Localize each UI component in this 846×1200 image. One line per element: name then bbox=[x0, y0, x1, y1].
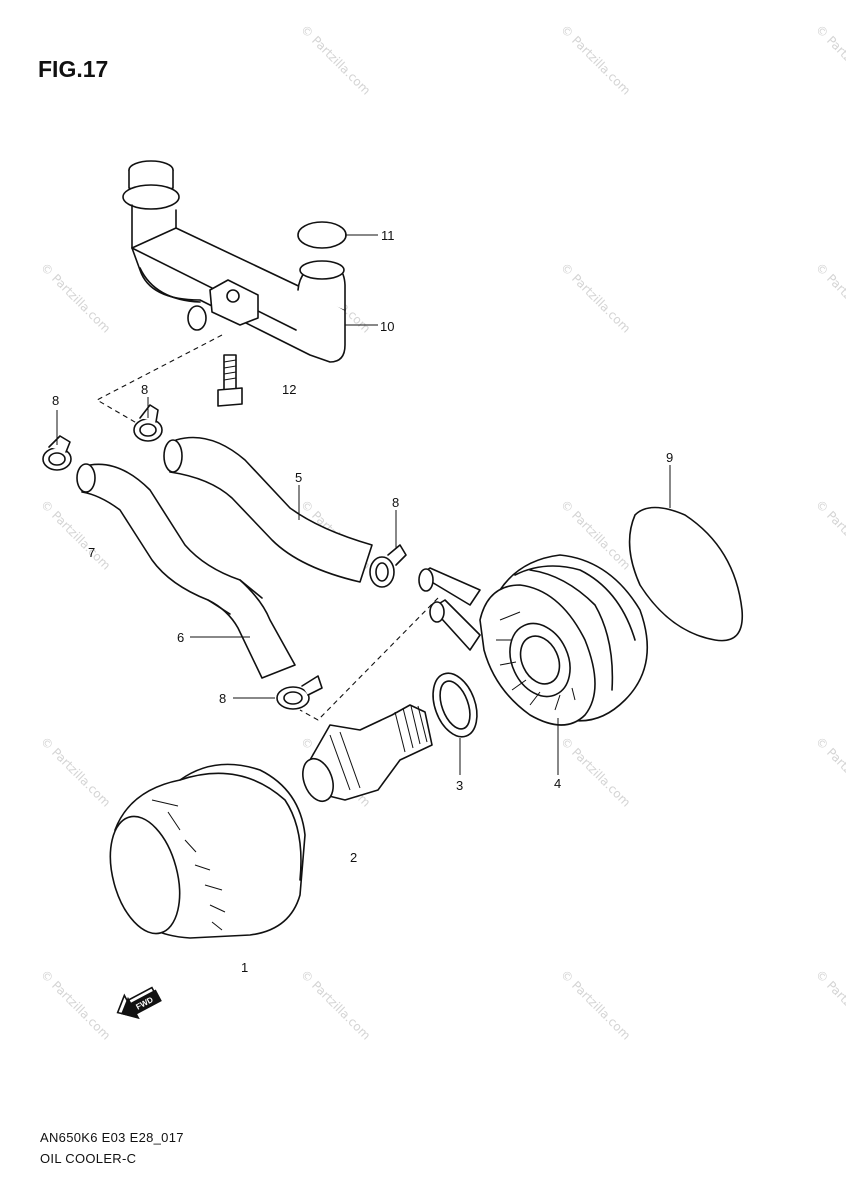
oil-filter-part bbox=[109, 763, 306, 939]
watermark: © Partzilla.com bbox=[38, 734, 113, 809]
callout-8c: 8 bbox=[392, 495, 399, 510]
oil-pipe-part bbox=[122, 160, 346, 363]
hose-clamp-part bbox=[276, 675, 323, 710]
hose-part-5 bbox=[163, 436, 373, 583]
figure-title: FIG.17 bbox=[38, 56, 109, 82]
figure-name: OIL COOLER-C bbox=[40, 1151, 137, 1166]
gasket-part bbox=[432, 672, 478, 738]
callout-8d: 8 bbox=[219, 691, 226, 706]
callout-1: 1 bbox=[241, 960, 248, 975]
callout-6: 6 bbox=[177, 630, 184, 645]
watermark: © Partzilla.com bbox=[298, 22, 373, 97]
watermark: © Partzilla.com bbox=[558, 734, 633, 809]
callout-lines bbox=[56, 234, 671, 775]
callout-8a: 8 bbox=[141, 382, 148, 397]
watermark: © Partzilla.com bbox=[558, 22, 633, 97]
guide-line-lower bbox=[299, 597, 439, 721]
union-bolt-part bbox=[302, 704, 433, 803]
callout-11: 11 bbox=[381, 228, 395, 243]
callout-8b: 8 bbox=[52, 393, 59, 408]
hose-clamp-part bbox=[133, 404, 163, 442]
watermark: © Partzilla.com bbox=[813, 967, 846, 1042]
hose-part-6 bbox=[76, 463, 296, 679]
callout-2: 2 bbox=[350, 850, 357, 865]
callout-4: 4 bbox=[554, 776, 561, 791]
callout-12: 12 bbox=[282, 382, 296, 397]
figure-code: AN650K6 E03 E28_017 bbox=[40, 1130, 184, 1145]
callout-3: 3 bbox=[456, 778, 463, 793]
watermark: © Partzilla.com bbox=[38, 260, 113, 335]
watermark: © Partzilla.com bbox=[813, 497, 846, 572]
watermark: © Partzilla.com bbox=[813, 734, 846, 809]
watermark: © Partzilla.com bbox=[298, 967, 373, 1042]
hose-clamp-part bbox=[369, 544, 407, 588]
callout-numbers: 11 10 12 8 8 9 5 8 7 6 8 3 4 2 1 bbox=[52, 228, 673, 975]
watermark: © Partzilla.com bbox=[813, 22, 846, 97]
watermark: © Partzilla.com bbox=[38, 967, 113, 1042]
watermark: © Partzilla.com bbox=[558, 967, 633, 1042]
callout-9: 9 bbox=[666, 450, 673, 465]
forward-arrow-icon: FWD bbox=[116, 986, 162, 1020]
hose-fitting-part bbox=[418, 567, 481, 651]
assembly-guide-lines bbox=[95, 334, 439, 721]
o-ring-part bbox=[297, 221, 347, 249]
large-o-ring-part bbox=[628, 506, 744, 642]
watermark: © Partzilla.com bbox=[38, 497, 113, 572]
hose-clamp-part bbox=[42, 435, 72, 471]
watermark: © Partzilla.com bbox=[813, 260, 846, 335]
guide-line-upper bbox=[95, 334, 223, 426]
callout-7: 7 bbox=[88, 545, 95, 560]
oil-cooler-part bbox=[479, 554, 649, 726]
callout-10: 10 bbox=[380, 319, 394, 334]
watermark: © Partzilla.com bbox=[558, 260, 633, 335]
bolt-part bbox=[217, 354, 243, 407]
callout-5: 5 bbox=[295, 470, 302, 485]
